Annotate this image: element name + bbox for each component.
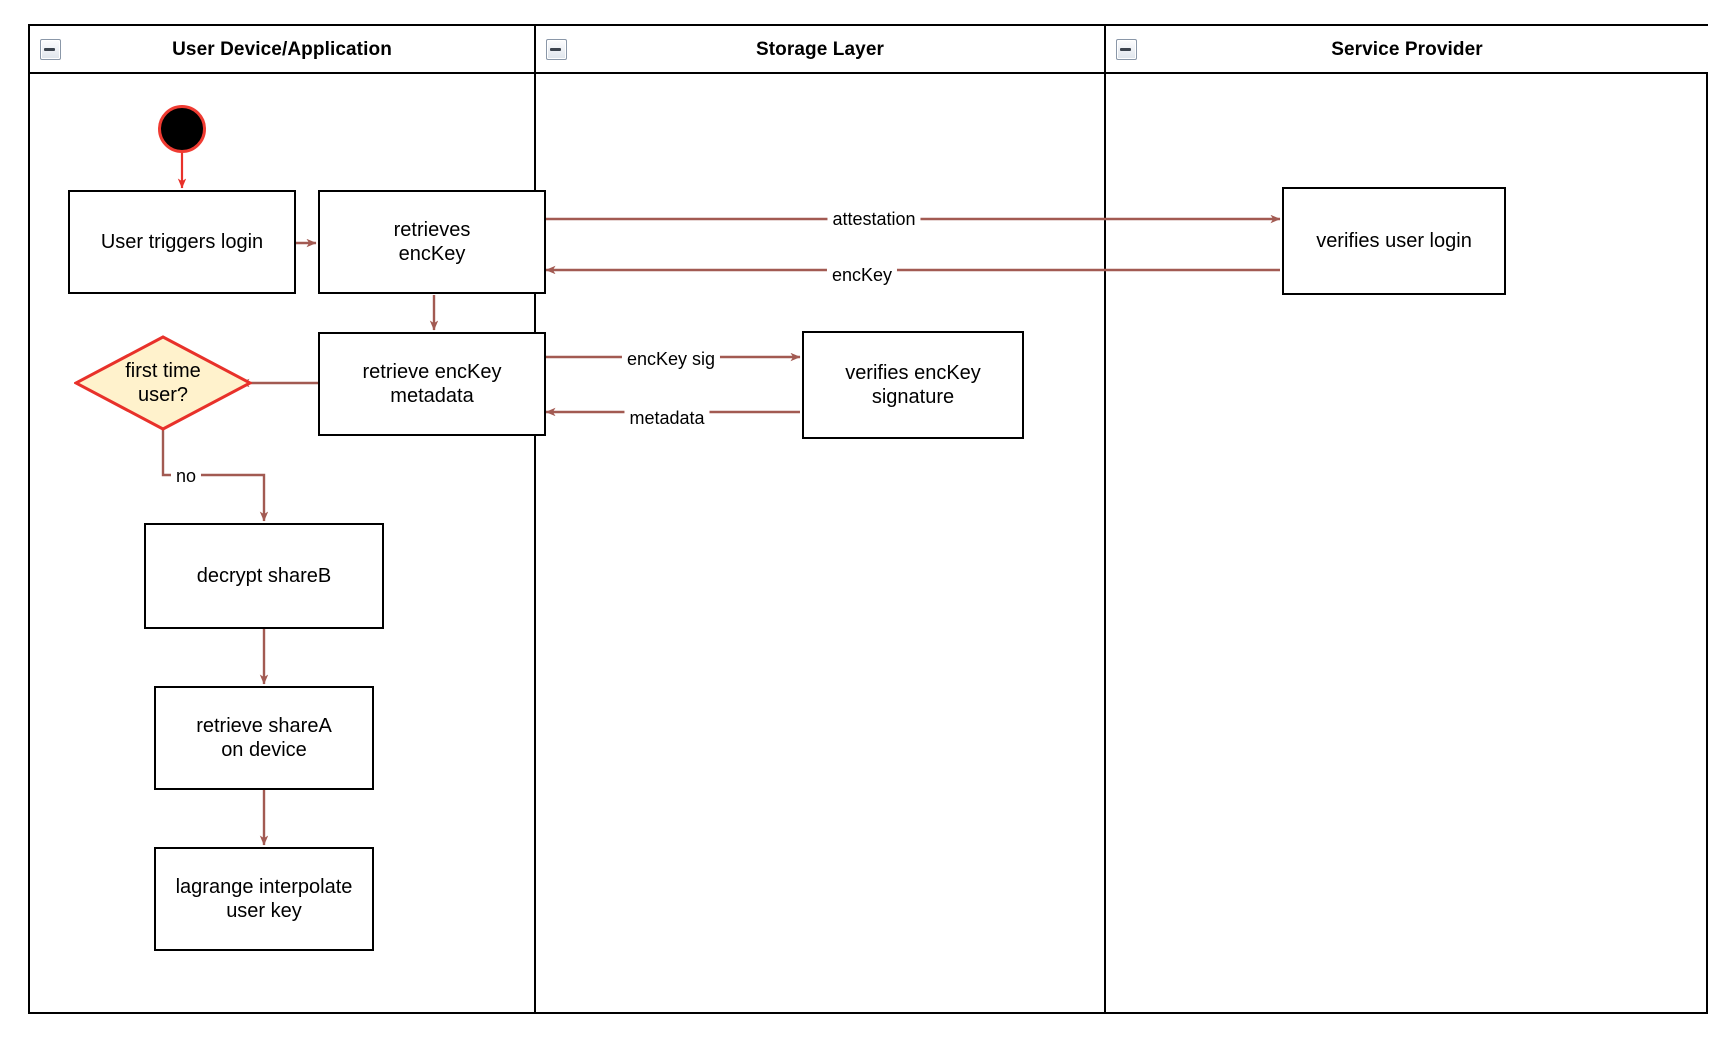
lane-title-storage: Storage Layer xyxy=(755,39,885,60)
lane-header-storage-layer[interactable]: Storage Layer xyxy=(536,26,1104,74)
decision-label: first time user? xyxy=(125,360,201,406)
lane-header-user-device-application[interactable]: User Device/Application xyxy=(30,26,534,74)
node-user-triggers-login[interactable]: User triggers login xyxy=(68,190,296,294)
diamond-shape xyxy=(74,335,252,431)
edge-label-no: no xyxy=(170,466,202,487)
edge-label-attestation: attestation xyxy=(827,209,921,230)
node-decrypt-shareb[interactable]: decrypt shareB xyxy=(144,523,384,629)
edge-label-metadata: metadata xyxy=(624,408,710,429)
lane-separator-2 xyxy=(1104,26,1106,1012)
edge-label-enckey-sig: encKey sig xyxy=(621,349,721,370)
node-verifies-enckey-signature[interactable]: verifies encKey signature xyxy=(802,331,1024,439)
node-lagrange-interpolate-user-key[interactable]: lagrange interpolate user key xyxy=(154,847,374,951)
node-retrieves-enckey[interactable]: retrieves encKey xyxy=(318,190,546,294)
lane-separator-1 xyxy=(534,26,536,1012)
collapse-minus-icon[interactable] xyxy=(1116,39,1137,60)
node-retrieve-enckey-metadata[interactable]: retrieve encKey metadata xyxy=(318,332,546,436)
lane-title-user: User Device/Application xyxy=(172,39,392,60)
start-node[interactable] xyxy=(158,105,206,153)
lane-title-provider: Service Provider xyxy=(1331,39,1483,60)
node-retrieve-sharea-on-device[interactable]: retrieve shareA on device xyxy=(154,686,374,790)
collapse-minus-icon[interactable] xyxy=(40,39,61,60)
node-verifies-user-login[interactable]: verifies user login xyxy=(1282,187,1506,295)
lane-header-service-provider[interactable]: Service Provider xyxy=(1106,26,1708,74)
edge-label-enckey: encKey xyxy=(826,265,898,286)
node-first-time-user-decision[interactable]: first time user? xyxy=(74,335,252,431)
collapse-minus-icon[interactable] xyxy=(546,39,567,60)
